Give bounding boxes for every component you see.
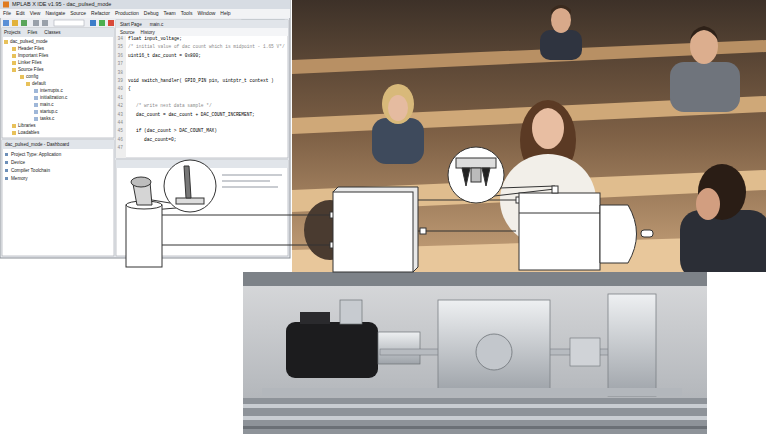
- line-number: 36: [118, 54, 123, 59]
- code-line: float input_voltage;: [128, 37, 182, 42]
- dashboard-panel: [2, 140, 114, 256]
- code-line: dac_count=0;: [144, 138, 176, 143]
- editor-tab-bar: [116, 20, 288, 28]
- line-number: 44: [118, 121, 123, 126]
- bearing-callout: [448, 147, 504, 203]
- signal-wire: [162, 215, 330, 216]
- app-icon: [3, 2, 9, 8]
- line-number: 42: [118, 104, 123, 109]
- code-line: uint16_t dac_count = 0x800;: [128, 54, 201, 59]
- signal-wire: [413, 231, 516, 232]
- menu-item: Production: [115, 11, 139, 17]
- tree-item: startup.c: [40, 109, 58, 114]
- line-number: 34: [118, 37, 123, 42]
- dashboard-icons: [5, 153, 8, 180]
- panel-tab-bar: [2, 28, 114, 37]
- menu-item: Debug: [144, 11, 159, 17]
- menu-item: Refactor: [91, 11, 110, 17]
- editor-panel: [116, 20, 288, 158]
- menu-item: Source: [70, 11, 86, 17]
- editor-toolbar: [116, 28, 288, 36]
- joystick-controller: [126, 177, 162, 267]
- menu-bar: [0, 9, 290, 18]
- panel-tab: Projects: [4, 30, 21, 35]
- dashboard-item: Memory: [11, 176, 28, 181]
- menu-item: Window: [197, 11, 215, 17]
- tree-item: Loadables: [18, 130, 39, 135]
- line-number: 41: [118, 96, 123, 101]
- tree-item: default: [32, 81, 46, 86]
- menu-item: File: [3, 11, 11, 17]
- line-number: 39: [118, 79, 123, 84]
- tree-item: Libraries: [18, 123, 36, 128]
- tree-item: Source Files: [18, 67, 44, 72]
- panel-title: dac_pulsed_mode - Dashboard: [5, 142, 69, 147]
- output-lines: [222, 174, 282, 188]
- code-line: {: [128, 87, 131, 92]
- line-number: 38: [118, 71, 123, 76]
- dashboard-item: Compiler Toolchain: [11, 168, 50, 173]
- magnifier-callout: [164, 160, 216, 212]
- window-title: MPLAB X IDE v1.95 - dac_pulsed_mode: [12, 1, 111, 7]
- editor-toolbar-tab: Source: [120, 30, 135, 35]
- menu-item: Navigate: [45, 11, 65, 17]
- tree-item: Linker Files: [18, 60, 42, 65]
- code-line: /* write next data sample */: [136, 104, 212, 109]
- line-number: 43: [118, 113, 123, 118]
- tree-item: interrupts.c: [40, 88, 63, 93]
- tree-item: Header Files: [18, 46, 44, 51]
- dashboard-item: Project Type: Application: [11, 152, 61, 157]
- tree-item: initialization.c: [40, 95, 67, 100]
- code-line: if (dac_count > DAC_COUNT_MAX): [136, 129, 217, 134]
- code-line: void switch_handler( GPIO_PIN pin, uintp…: [128, 79, 274, 84]
- menu-item: View: [30, 11, 41, 17]
- tree-item: dac_pulsed_mode: [10, 39, 48, 44]
- tree-item: tasks.c: [40, 116, 54, 121]
- menu-item: Edit: [16, 11, 25, 17]
- code-line: dac_count = dac_count + DAC_COUNT_INCREM…: [136, 113, 255, 118]
- menu-item: Team: [164, 11, 176, 17]
- test-rig-photo: [243, 272, 707, 434]
- signal-wire: [162, 245, 330, 246]
- connector-terminal: [420, 228, 426, 234]
- line-number: 35: [118, 45, 123, 50]
- schematic-overlay: [126, 147, 653, 272]
- dashboard-tab-bar: [2, 140, 114, 149]
- line-number: 46: [118, 138, 123, 143]
- controller-box: [333, 187, 418, 272]
- tree-item: Important Files: [18, 53, 48, 58]
- panel-tab: Classes: [44, 30, 60, 35]
- actuator-box: [519, 186, 653, 270]
- tree-item: main.c: [40, 102, 54, 107]
- line-number: 37: [118, 62, 123, 67]
- editor-tab: main.c: [150, 22, 164, 27]
- project-panel: [2, 28, 114, 138]
- title-bar: [0, 0, 290, 9]
- code-line: /* initial value of dac count which is m…: [128, 45, 285, 50]
- dashboard-item: Device: [11, 160, 25, 165]
- leader-line: [500, 186, 555, 188]
- line-number: 45: [118, 129, 123, 134]
- tree-item: config: [26, 74, 38, 79]
- editor-toolbar-tab: History: [141, 30, 155, 35]
- editor-tab: Start Page: [120, 22, 142, 27]
- menu-item: Tools: [181, 11, 193, 17]
- panel-tab: Files: [28, 30, 38, 35]
- line-number: 47: [118, 146, 123, 151]
- menu-item: Help: [220, 11, 230, 17]
- editor-gutter: [116, 36, 126, 158]
- students-photo: [292, 0, 766, 272]
- line-number: 40: [118, 87, 123, 92]
